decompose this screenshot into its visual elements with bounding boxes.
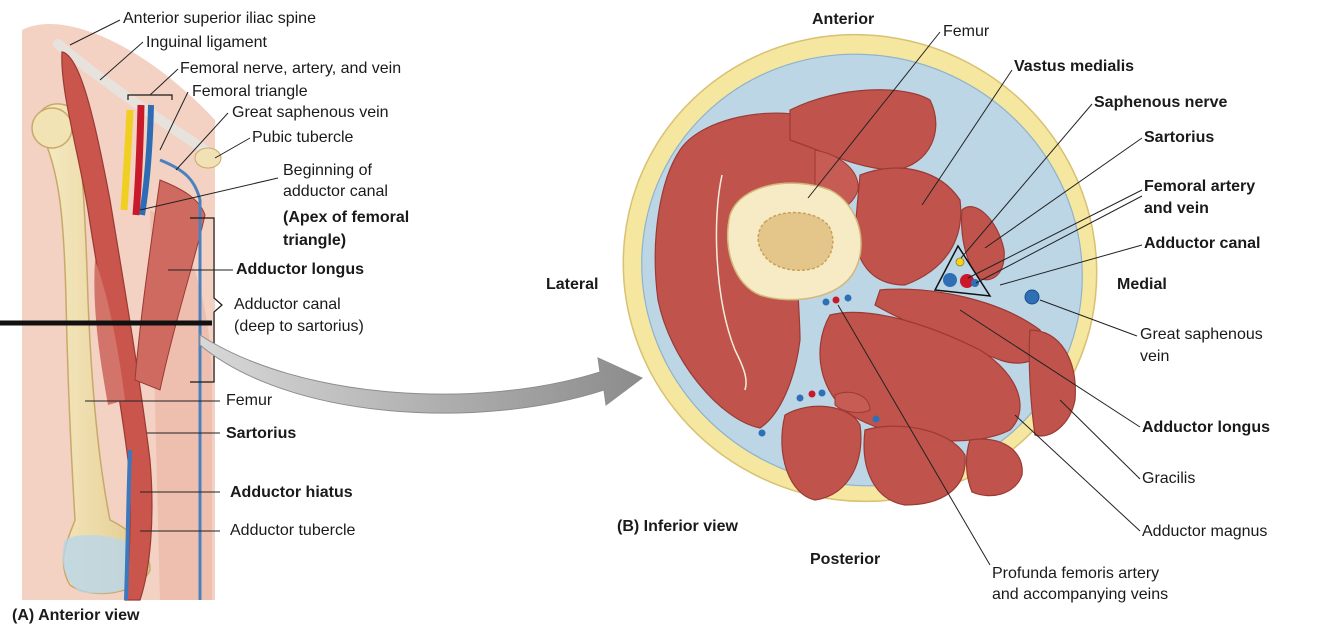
label-gsv-b-1: Great saphenous (1140, 325, 1263, 345)
caption-anterior-view: (A) Anterior view (12, 606, 139, 626)
saphenous-nerve-dot (956, 258, 964, 266)
label-adductor-canal-1: Adductor canal (234, 295, 341, 315)
thigh-cross-section (541, 0, 1179, 585)
orientation-posterior: Posterior (810, 550, 880, 570)
label-vastus-medialis: Vastus medialis (1014, 57, 1134, 77)
label-adductor-canal-b: Adductor canal (1144, 234, 1260, 254)
label-gsv-b-2: vein (1140, 347, 1169, 367)
label-sartorius-a: Sartorius (226, 424, 296, 444)
great-saphenous-dot (1025, 290, 1039, 304)
posterior-dot-2 (809, 391, 816, 398)
deep-fascia (566, 0, 1159, 563)
label-adductor-canal-2: (deep to sartorius) (234, 317, 364, 337)
label-saphenous-nerve: Saphenous nerve (1094, 93, 1227, 113)
label-apex-1: (Apex of femoral (283, 208, 409, 228)
label-inguinal: Inguinal ligament (146, 33, 267, 53)
caption-inferior-view: (B) Inferior view (617, 517, 738, 537)
posterior-dot-3 (819, 390, 826, 397)
label-gracilis: Gracilis (1142, 469, 1195, 489)
label-adductor-longus-a: Adductor longus (236, 260, 364, 280)
label-pubic: Pubic tubercle (252, 128, 353, 148)
femur-marrow-shape (758, 213, 833, 271)
femoral-head-shape (32, 108, 72, 148)
fem-vein-dot-2 (971, 279, 979, 287)
profunda-dot-3 (845, 295, 852, 302)
label-profunda-1: Profunda femoris artery (992, 564, 1159, 584)
label-femoral-av-2: and vein (1144, 199, 1209, 219)
label-adductor-hiatus: Adductor hiatus (230, 483, 353, 503)
label-beginning-1: Beginning of (283, 161, 372, 181)
label-femur-b: Femur (943, 22, 989, 42)
label-femur-a: Femur (226, 391, 272, 411)
label-asis: Anterior superior iliac spine (123, 9, 316, 29)
label-apex-2: triangle) (283, 231, 346, 251)
posterior-dot-5 (873, 416, 880, 423)
profunda-dot-1 (823, 299, 830, 306)
label-femoral-triangle: Femoral triangle (192, 82, 308, 102)
posterior-dot-1 (797, 395, 804, 402)
pubic-tubercle-shape (195, 148, 221, 168)
label-sartorius-b: Sartorius (1144, 128, 1214, 148)
posterior-dot-4 (759, 430, 766, 437)
label-femoral-nav: Femoral nerve, artery, and vein (180, 59, 401, 79)
orientation-lateral: Lateral (546, 275, 598, 295)
label-profunda-2: and accompanying veins (992, 585, 1168, 605)
orientation-medial: Medial (1117, 275, 1167, 295)
femoral-vein-dot (943, 273, 957, 287)
profunda-dot-2 (833, 297, 840, 304)
label-gsv-a: Great saphenous vein (232, 103, 389, 123)
label-adductor-magnus: Adductor magnus (1142, 522, 1267, 542)
label-adductor-tubercle: Adductor tubercle (230, 521, 355, 541)
label-femoral-av-1: Femoral artery (1144, 177, 1255, 197)
label-beginning-2: adductor canal (283, 182, 388, 202)
orientation-anterior: Anterior (812, 10, 874, 30)
label-adductor-longus-b: Adductor longus (1142, 418, 1270, 438)
